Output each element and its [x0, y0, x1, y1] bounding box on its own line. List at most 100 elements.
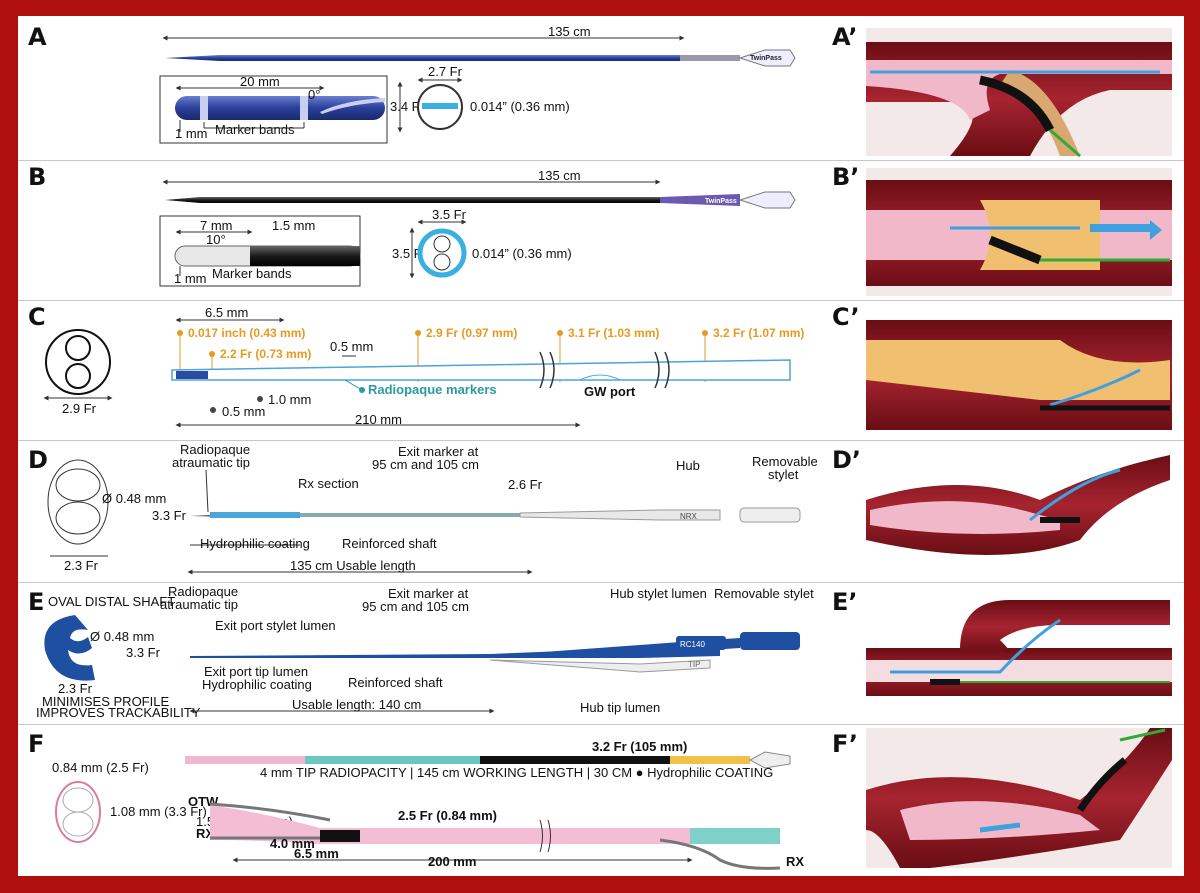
p1-label: 0.017 inch (0.43 mm)	[188, 326, 305, 340]
gw-port-label: GW port	[584, 384, 636, 399]
cross-section	[45, 329, 111, 395]
shaft-label: Reinforced shaft	[342, 536, 437, 551]
proximal-shaft	[519, 509, 721, 521]
oval-cross-section	[44, 615, 95, 681]
tip-segment	[176, 371, 208, 379]
panel-prime-d: D’	[832, 446, 861, 474]
d210-label: 210 mm	[355, 412, 402, 427]
hub	[738, 49, 796, 67]
illustration-f	[866, 728, 1172, 868]
tip-dark-section	[250, 246, 360, 266]
p3-label: 2.9 Fr (0.97 mm)	[426, 326, 517, 340]
d05top-label: 0.5 mm	[330, 339, 373, 354]
p5-label: 3.2 Fr (1.07 mm)	[713, 326, 804, 340]
cross-septum	[422, 103, 458, 109]
hub-label: Hub	[676, 458, 700, 473]
tip-length-label: 1 mm	[175, 126, 208, 141]
usable-label: 135 cm Usable length	[290, 558, 416, 573]
rx-section	[210, 512, 300, 518]
hub-brand: NRX	[680, 512, 698, 521]
tip-leader	[205, 469, 209, 513]
hub-stylet-label: Hub stylet lumen	[610, 586, 707, 601]
panel-prime-c: C’	[832, 303, 860, 331]
segment-pink	[185, 756, 305, 764]
cross-section	[417, 228, 467, 278]
brand1-label: RC140	[680, 640, 705, 649]
row-divider	[18, 300, 1184, 301]
lumen	[433, 235, 451, 253]
coating-label: Hydrophilic coating	[200, 536, 310, 551]
tip-zoom	[175, 96, 385, 120]
top-fr-label: 3.5 Fr	[432, 207, 467, 222]
panel-letter-e: E	[28, 588, 44, 616]
hub	[748, 751, 791, 769]
label-dot	[257, 396, 263, 402]
detail-7mm-label: 7 mm	[200, 218, 233, 233]
lumen	[55, 468, 101, 502]
catheter-shaft	[165, 197, 660, 203]
brand2-label: TIP	[688, 660, 700, 669]
panel-letter-f: F	[28, 730, 44, 758]
teal-section	[690, 828, 780, 844]
exit-label-2: 95 cm and 105 cm	[372, 457, 479, 472]
shaft	[300, 513, 520, 517]
length-label: 135 cm	[548, 24, 591, 39]
width-label: 0.84 mm (2.5 Fr)	[52, 760, 149, 775]
stylet	[739, 507, 801, 523]
lumen	[433, 253, 451, 271]
break-mark	[539, 351, 555, 389]
exit-label-1: Exit marker at	[388, 586, 469, 601]
panel-letter-c: C	[28, 303, 46, 331]
min-label-2: IMPROVES TRACKABILITY	[36, 705, 201, 720]
marker-band	[200, 96, 208, 120]
detail-length-label: 20 mm	[240, 74, 280, 89]
panel-prime-f: F’	[832, 730, 858, 758]
detail-15mm-label: 1.5 mm	[272, 218, 315, 233]
label-dot	[557, 330, 563, 336]
black-tip	[320, 830, 360, 842]
angle-label: 0°	[308, 87, 320, 102]
label-dot	[177, 330, 183, 336]
exit-port	[320, 98, 385, 114]
break-mark	[539, 819, 551, 853]
tip-label-2: atraumatic tip	[160, 597, 238, 612]
illustration-c	[866, 320, 1172, 430]
catheter-shaft	[190, 646, 720, 658]
hub-tip-lumen	[489, 659, 711, 673]
illustration-a	[866, 28, 1172, 158]
marker-bands-label: Marker bands	[215, 122, 295, 137]
angle-label: 10°	[206, 232, 226, 247]
port-tip-label: Exit port tip lumen	[204, 664, 308, 679]
d05-label: 0.5 mm	[222, 404, 265, 419]
proximal-shaft	[660, 194, 740, 206]
p2-label: 2.2 Fr (0.73 mm)	[220, 347, 311, 361]
panel-prime-b: B’	[832, 163, 859, 191]
d40-label: 4.0 mm	[270, 836, 315, 851]
p4-label: 3.1 Fr (1.03 mm)	[568, 326, 659, 340]
catheter-shaft	[165, 55, 690, 61]
illustration-b	[866, 168, 1172, 296]
removable-stylet	[740, 632, 800, 650]
port-stylet-label: Exit port stylet lumen	[215, 618, 336, 633]
width-label: 2.3 Fr	[58, 681, 93, 696]
length-label: 135 cm	[538, 168, 581, 183]
tip-label-2: atraumatic tip	[172, 455, 250, 470]
teal-leader	[344, 379, 363, 391]
lumen	[62, 811, 94, 837]
tip-length-label: 1 mm	[174, 271, 207, 286]
panel-letter-d: D	[28, 446, 48, 474]
inner-fr-label: 2.7 Fr	[428, 64, 463, 79]
exit-label-2: 95 cm and 105 cm	[362, 599, 469, 614]
gw-port-shape	[579, 374, 621, 381]
row-divider	[18, 724, 1184, 725]
d10-label: 1.0 mm	[268, 392, 311, 407]
lumen	[65, 363, 91, 389]
height-label: 1.08 mm (3.3 Fr)	[110, 804, 207, 819]
lumen	[62, 787, 94, 813]
row-divider	[18, 440, 1184, 441]
diam-label: Ø 0.48 mm	[90, 629, 154, 644]
otw-wire	[209, 802, 331, 822]
segment-black	[480, 756, 670, 764]
segment-teal	[305, 756, 480, 764]
